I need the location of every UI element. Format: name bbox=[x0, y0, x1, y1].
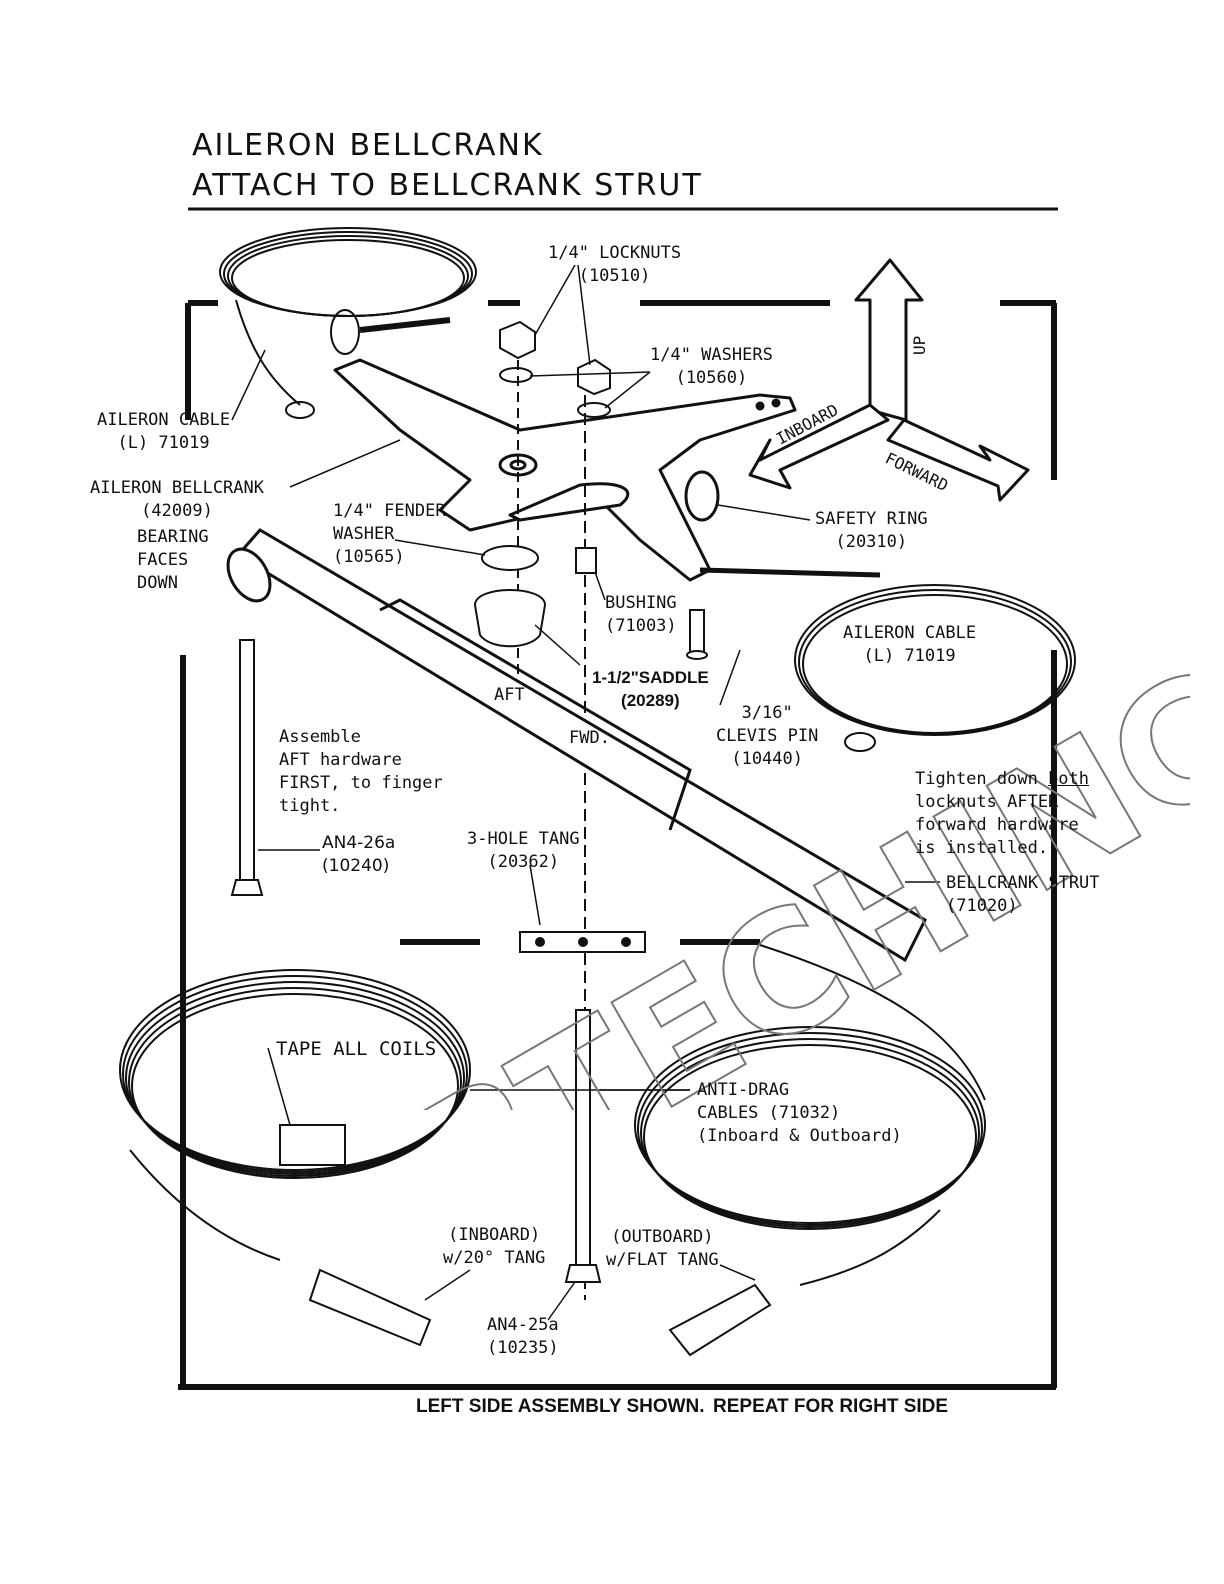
page-title: AILERON BELLCRANK bbox=[192, 128, 544, 163]
aileron-cable-right-label: AILERON CABLE (L) 71019 bbox=[843, 623, 977, 666]
footer-left: LEFT SIDE ASSEMBLY SHOWN. bbox=[416, 1396, 705, 1417]
anti-drag-coil-left bbox=[119, 969, 471, 1347]
aft-label: AFT bbox=[494, 685, 525, 705]
anti-drag-coil-right bbox=[634, 944, 986, 1357]
bushing-label: BUSHING (71003) bbox=[605, 593, 677, 636]
direction-indicator: UP INBOARD FORWARD bbox=[748, 258, 1030, 502]
washers-label: 1/4" WASHERS (10560) bbox=[650, 345, 773, 388]
safety-ring bbox=[684, 470, 720, 522]
up-label: UP bbox=[910, 336, 929, 355]
assemble-note: Assemble AFT hardware FIRST, to finger t… bbox=[279, 727, 443, 816]
bearing-faces-label: BEARING FACES DOWN bbox=[137, 527, 209, 593]
tape-coils-label: TAPE ALL COILS bbox=[276, 1038, 437, 1060]
locknuts-label: 1/4" LOCKNUTS (10510) bbox=[548, 243, 682, 286]
tighten-note-emphasis: both bbox=[1048, 769, 1090, 789]
three-hole-tang bbox=[400, 931, 760, 953]
an4-25a-label: AN4-25a (10235) bbox=[487, 1315, 559, 1358]
safety-ring-label: SAFETY RING (20310) bbox=[815, 509, 928, 552]
aileron-cable-top-label: AILERON CABLE (L) 71019 bbox=[97, 410, 231, 453]
saddle-label: 1-1/2"SADDLE (20289) bbox=[592, 668, 709, 710]
aileron-bellcrank-label: AILERON BELLCRANK (42009) bbox=[90, 478, 264, 521]
bellcrank-strut-tube bbox=[226, 528, 927, 963]
aileron-cable-coil-right bbox=[699, 567, 1076, 752]
anti-drag-label: ANTI-DRAG CABLES (71032) (Inboard & Outb… bbox=[697, 1080, 902, 1146]
bellcrank-strut-label: BELLCRANK STRUT (71020) bbox=[946, 873, 1100, 916]
clevis-pin-label: 3/16" CLEVIS PIN (10440) bbox=[716, 703, 819, 769]
frame-border bbox=[178, 300, 1057, 1390]
bolts bbox=[230, 639, 602, 1283]
page-subtitle: ATTACH TO BELLCRANK STRUT bbox=[192, 168, 703, 203]
tighten-note-start: Tighten down bbox=[915, 769, 1049, 789]
aileron-cable-coil-top bbox=[219, 227, 477, 419]
tighten-note-rest: locknuts AFTER forward hardware is insta… bbox=[915, 792, 1079, 858]
outboard-tang-label: (OUTBOARD) w/FLAT TANG bbox=[606, 1227, 719, 1270]
bellcrank-plate bbox=[333, 358, 797, 582]
fender-washer-label: 1/4" FENDER WASHER (10565) bbox=[333, 501, 446, 567]
inboard-tang-label: (INBOARD) w/20° TANG bbox=[443, 1225, 546, 1268]
leader-lines bbox=[231, 264, 940, 1321]
locknuts-washers bbox=[499, 320, 611, 1300]
footer-right: REPEAT FOR RIGHT SIDE bbox=[713, 1396, 949, 1417]
tighten-note: Tighten down both locknuts AFTER forward… bbox=[915, 768, 1089, 860]
hardware-stack bbox=[473, 545, 708, 660]
fwd-label: FWD. bbox=[569, 728, 610, 748]
three-hole-tang-label: 3-HOLE TANG (20362) bbox=[467, 829, 580, 872]
an4-26a-label: AN4-26a (10240) bbox=[322, 833, 396, 876]
